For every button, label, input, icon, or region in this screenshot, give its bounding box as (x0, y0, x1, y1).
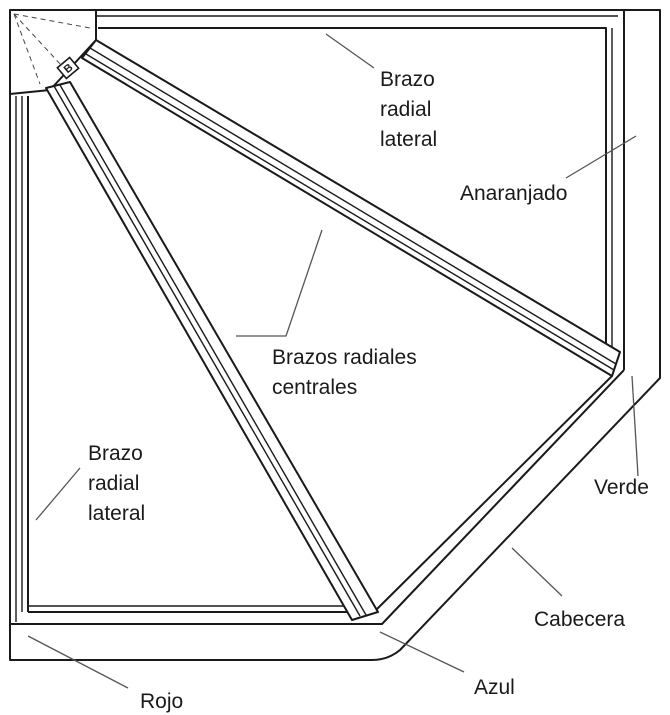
leader-rojo (27, 635, 129, 689)
hub-dash-left (13, 13, 41, 85)
azul-inner (352, 375, 613, 613)
labels: Brazo radial lateral Anaranjado Brazos r… (88, 68, 649, 713)
label-brazo-lateral-top: Brazo radial lateral (380, 68, 441, 151)
cabecera-inner (10, 369, 625, 625)
right-rail-outer (624, 9, 661, 378)
lower-arm-line (53, 85, 361, 617)
outer-frame (9, 9, 661, 661)
hub-plate (9, 9, 97, 95)
leader-lines (27, 33, 639, 689)
leader-centrales (236, 229, 323, 337)
hub-dash-diag (13, 13, 63, 67)
label-brazo-lateral-left: Brazo radial lateral (88, 442, 149, 525)
label-verde: Verde (594, 476, 649, 499)
upper-arm-line-2 (85, 53, 615, 371)
leader-cabecera (511, 547, 563, 597)
label-anaranjado: Anaranjado (460, 182, 567, 205)
hub: B (9, 9, 97, 95)
leader-azul (379, 631, 465, 673)
leader-brazo-top (325, 33, 375, 69)
leader-verde (631, 375, 639, 477)
label-rojo: Rojo (140, 690, 183, 713)
top-rail-inner (98, 27, 607, 362)
lower-central-arm (45, 81, 379, 621)
hub-mark-box: B (56, 56, 80, 80)
leader-anaranjado (565, 135, 637, 179)
hub-dash-top (13, 13, 91, 29)
lower-arm-line-2 (59, 84, 367, 616)
label-azul: Azul (474, 676, 515, 699)
cabecera-outer (9, 10, 661, 661)
upper-central-arm (81, 39, 621, 377)
label-cabecera: Cabecera (534, 608, 625, 631)
upper-arm-line (89, 47, 617, 365)
label-brazos-centrales: Brazos radiales centrales (272, 346, 423, 399)
leader-brazo-left (35, 467, 81, 521)
